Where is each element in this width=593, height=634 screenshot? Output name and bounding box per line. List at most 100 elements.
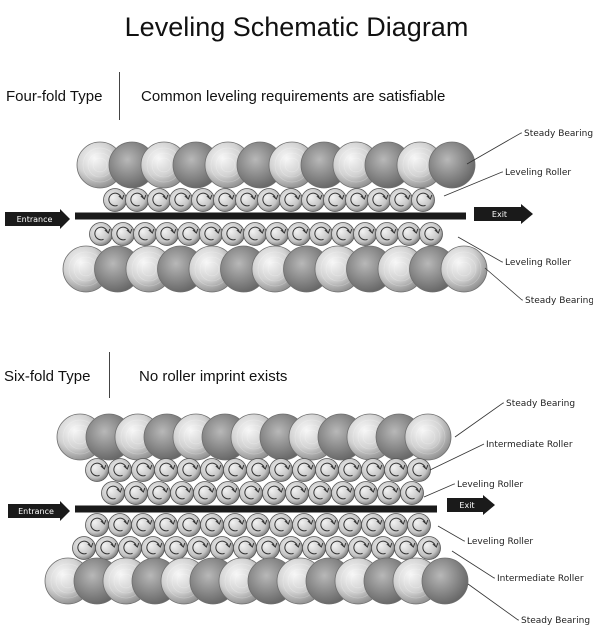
intermediate-roller bbox=[315, 458, 339, 482]
roller-body bbox=[131, 513, 155, 537]
roller-body bbox=[389, 188, 413, 212]
rotation-arrow-head bbox=[215, 464, 222, 470]
roller-ring bbox=[412, 157, 428, 173]
roller-body bbox=[213, 188, 237, 212]
roller-body bbox=[440, 245, 488, 293]
rotation-arrow bbox=[262, 192, 276, 207]
roller-body bbox=[407, 513, 431, 537]
roller-body bbox=[292, 458, 316, 482]
leveling-roller bbox=[269, 513, 293, 537]
rotation-arrow-head bbox=[192, 464, 199, 470]
roller-body bbox=[262, 481, 286, 505]
rotation-arrow-head bbox=[238, 464, 245, 470]
rotation-arrow bbox=[292, 226, 306, 241]
label-steady-bearing-top: Steady Bearing bbox=[506, 399, 575, 409]
roller-body bbox=[147, 481, 171, 505]
label-leveling-roller-bottom-leader bbox=[457, 236, 503, 263]
rotation-arrow-head bbox=[208, 487, 215, 493]
rotation-arrow bbox=[380, 226, 394, 241]
rotation-arrow-head bbox=[376, 519, 383, 525]
rotation-arrow bbox=[366, 462, 380, 477]
rotation-arrow bbox=[136, 517, 150, 532]
roller-body bbox=[338, 513, 362, 537]
label-intermediate-roller-bottom-leader bbox=[451, 550, 495, 579]
roller-body bbox=[377, 481, 401, 505]
roller-body bbox=[428, 141, 476, 189]
roller-ring bbox=[204, 261, 220, 277]
rotation-arrow-head bbox=[248, 542, 255, 548]
roller-body bbox=[131, 458, 155, 482]
rotation-arrow bbox=[284, 192, 298, 207]
rotation-arrow-head bbox=[432, 542, 439, 548]
roller-body bbox=[193, 481, 217, 505]
rotation-arrow-head bbox=[261, 519, 268, 525]
leveling-roller bbox=[397, 222, 421, 246]
rotation-arrow bbox=[330, 540, 344, 555]
rotation-arrow bbox=[129, 485, 143, 500]
leveling-roller bbox=[154, 513, 178, 537]
leveling-roller bbox=[169, 188, 193, 212]
roller-body bbox=[191, 188, 215, 212]
rotation-arrow-head bbox=[250, 194, 257, 200]
leveling-roller bbox=[103, 188, 127, 212]
roller-body bbox=[325, 536, 349, 560]
label-leveling-roller-top-leader bbox=[443, 171, 503, 197]
rotation-arrow bbox=[359, 485, 373, 500]
roller-body bbox=[200, 458, 224, 482]
roller-body bbox=[223, 513, 247, 537]
rotation-arrow bbox=[77, 540, 91, 555]
rotation-arrow-head bbox=[170, 228, 177, 234]
label-intermediate-roller-top-leader bbox=[429, 443, 485, 471]
intermediate-roller bbox=[246, 458, 270, 482]
label-leveling-roller-top: Leveling Roller bbox=[457, 480, 523, 490]
rotation-arrow-head bbox=[330, 464, 337, 470]
leveling-roller bbox=[338, 513, 362, 537]
roller-body bbox=[200, 513, 224, 537]
leveling-roller bbox=[309, 222, 333, 246]
roller-body bbox=[170, 481, 194, 505]
intermediate-roller bbox=[164, 536, 188, 560]
roller-ring bbox=[420, 429, 436, 445]
roller-body bbox=[323, 188, 347, 212]
rotation-arrow bbox=[399, 540, 413, 555]
roller-body bbox=[269, 513, 293, 537]
leveling-roller bbox=[389, 188, 413, 212]
rotation-arrow bbox=[113, 517, 127, 532]
rotation-arrow-head bbox=[422, 519, 429, 525]
rotation-arrow bbox=[328, 192, 342, 207]
roller-body bbox=[169, 188, 193, 212]
leveling-roller bbox=[177, 513, 201, 537]
leveling-roller bbox=[89, 222, 113, 246]
rotation-arrow-head bbox=[206, 194, 213, 200]
rotation-arrow bbox=[226, 226, 240, 241]
roller-body bbox=[285, 481, 309, 505]
roller-body bbox=[301, 188, 325, 212]
rotation-arrow-head bbox=[215, 519, 222, 525]
rotation-arrow-head bbox=[300, 487, 307, 493]
intermediate-roller bbox=[85, 458, 109, 482]
rotation-arrow bbox=[248, 226, 262, 241]
rotation-arrow bbox=[123, 540, 137, 555]
roller-body bbox=[384, 458, 408, 482]
rotation-arrow bbox=[218, 192, 232, 207]
intermediate-roller bbox=[417, 536, 441, 560]
roller-body bbox=[246, 513, 270, 537]
leveling-roller bbox=[243, 222, 267, 246]
exit-arrow-text: Exit bbox=[459, 501, 474, 510]
leveling-roller bbox=[345, 188, 369, 212]
roller-body bbox=[279, 536, 303, 560]
roller-ring bbox=[284, 157, 300, 173]
leveling-roller bbox=[411, 188, 435, 212]
leveling-roller bbox=[292, 513, 316, 537]
roller-body bbox=[199, 222, 223, 246]
roller-body bbox=[348, 536, 372, 560]
rotation-arrow bbox=[159, 517, 173, 532]
leveling-roller bbox=[367, 188, 391, 212]
label-intermediate-roller-bottom: Intermediate Roller bbox=[497, 574, 584, 584]
label-leveling-roller-bottom-leader bbox=[437, 525, 465, 542]
intermediate-roller bbox=[131, 458, 155, 482]
roller-body bbox=[269, 458, 293, 482]
roller-body bbox=[235, 188, 259, 212]
leveling-roller bbox=[223, 513, 247, 537]
